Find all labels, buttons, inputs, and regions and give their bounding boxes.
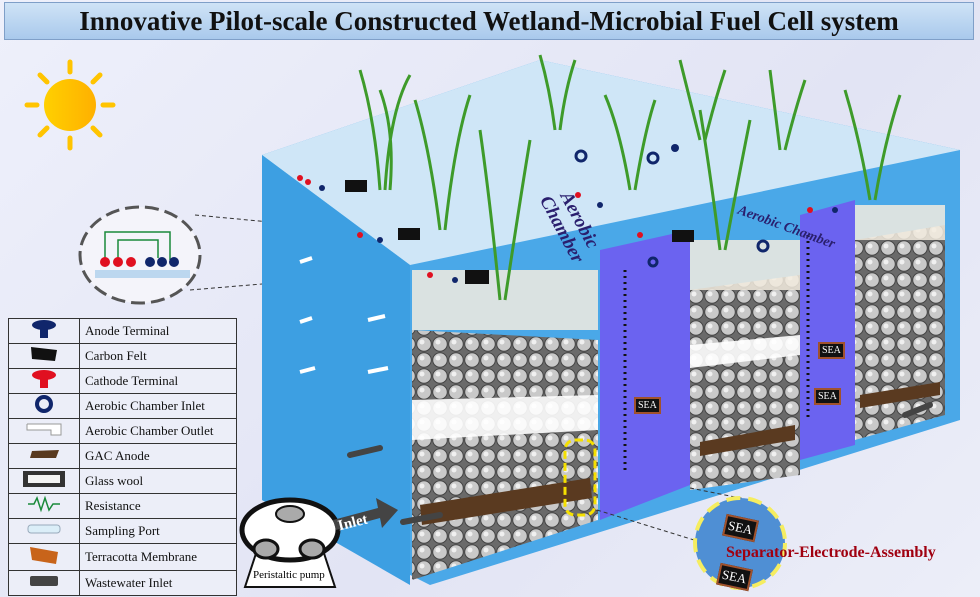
resistance-icon (28, 495, 60, 513)
aerobic-chamber-1 (600, 230, 690, 520)
sea-label: SEA (814, 388, 841, 405)
gac-anode-icon (30, 450, 59, 458)
legend-row: Cathode Terminal (8, 368, 237, 394)
legend-row: Resistance (8, 493, 237, 519)
aerobic-chamber-2 (800, 200, 855, 460)
plants (358, 54, 902, 301)
sea-label: SEA (818, 342, 845, 359)
aerobic-inlet-icon (35, 395, 53, 413)
cathode-terminal-icon (32, 370, 56, 388)
sea-label: SEA (634, 397, 661, 414)
anode-terminal-icon (32, 320, 56, 338)
carbon-felt-icon (31, 347, 57, 361)
diagram-title: Innovative Pilot-scale Constructed Wetla… (4, 2, 974, 40)
legend-row: Wastewater Inlet (8, 570, 237, 596)
inlet-arrow (333, 498, 398, 530)
peristaltic-pump-icon (239, 497, 341, 588)
legend-row: Terracotta Membrane (8, 543, 237, 571)
wetland-tank (262, 54, 960, 585)
legend-row: Carbon Felt (8, 343, 237, 369)
separator-electrode-assembly-label: Separator-Electrode-Assembly (726, 544, 936, 561)
glass-wool-icon (23, 471, 65, 487)
peristaltic-pump-label: Peristaltic pump (253, 569, 325, 581)
legend-row: Glass wool (8, 468, 237, 494)
sampling-port-icon (27, 524, 61, 534)
legend-table: Anode Terminal Carbon Felt Cathode Termi… (8, 318, 237, 596)
aerobic-outlet-icon (26, 423, 62, 436)
legend-row: Aerobic Chamber Inlet (8, 393, 237, 419)
wastewater-inlet-icon (30, 576, 58, 586)
legend-row: Aerobic Chamber Outlet (8, 418, 237, 444)
terracotta-membrane-icon (30, 547, 58, 564)
sun-icon (24, 59, 116, 151)
legend-row: Anode Terminal (8, 318, 237, 344)
legend-row: Sampling Port (8, 518, 237, 544)
legend-row: GAC Anode (8, 443, 237, 469)
circuit-inset (78, 205, 405, 305)
gac-anode (420, 478, 592, 525)
